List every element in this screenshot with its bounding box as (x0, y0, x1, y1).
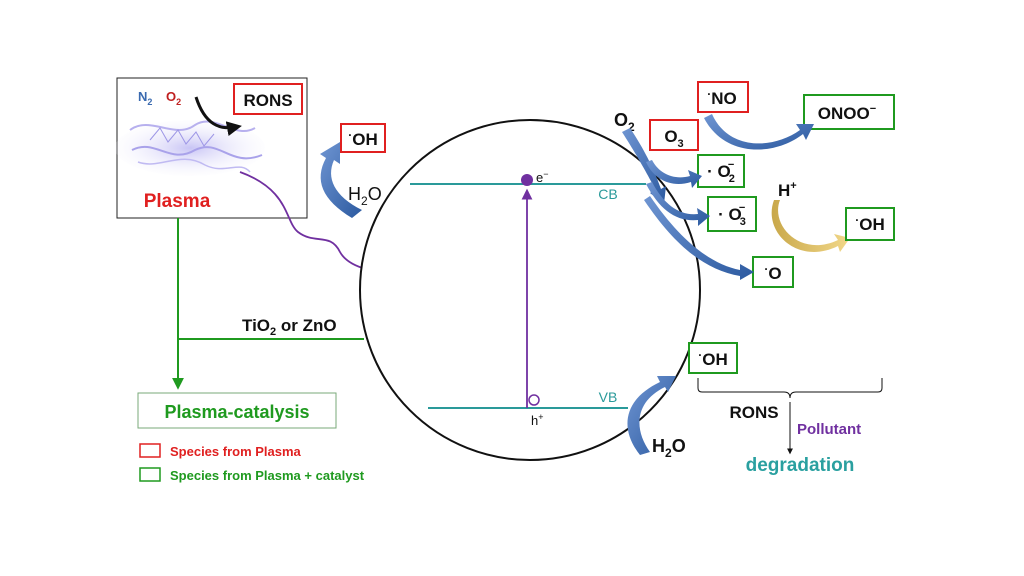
hplus-to-oh-arrow (771, 200, 850, 252)
cb-to-ozonide-arrow (646, 182, 710, 226)
h2o-to-oh-vb-arrow (627, 376, 676, 455)
o3-label: O3 (664, 127, 683, 150)
oh-left-label: ·OH (348, 128, 378, 149)
superoxide-label: · O2− (707, 159, 735, 185)
o2-to-cb-arrow (622, 128, 666, 204)
plasma-panel: N2 O2 RONS Plasma (115, 77, 308, 219)
electron-dot (521, 174, 533, 186)
o2-label: O2 (166, 89, 181, 107)
ozonide-box (707, 196, 757, 232)
right-reactions: O2 O3 ·NO ONOO− · O2− · O3− H+ ·OH ·O (614, 81, 895, 288)
oh-right-label: ·OH (855, 213, 885, 234)
plasma-catalysis-box (137, 392, 337, 429)
vb-label: VB (599, 389, 618, 405)
o3-to-superoxide-arrow (646, 160, 702, 188)
plasma-label: Plasma (144, 191, 211, 212)
rons-plasma-label: RONS (243, 91, 292, 110)
oh-right-box (845, 207, 895, 241)
pollutant-label: Pollutant (797, 421, 861, 438)
plasma-cloud-image (115, 120, 265, 176)
degradation-label: degradation (746, 455, 855, 476)
o3-box (649, 119, 699, 151)
hplus-label: H+ (778, 180, 797, 200)
plasma-catalysis-flow: TiO2 or ZnO Plasma-catalysis (137, 218, 364, 429)
h2o-to-oh-arrow (320, 142, 362, 218)
n2-o2-to-rons-arrow (194, 96, 242, 137)
catalyst-label: TiO2 or ZnO (242, 316, 337, 338)
n2-label: N2 (138, 89, 152, 107)
onoo-label: ONOO− (818, 103, 876, 123)
superoxide-box (697, 154, 745, 188)
hole-dot (528, 394, 540, 406)
plasma-catalysis-label: Plasma-catalysis (164, 402, 309, 422)
no-to-onoo-arrow (704, 114, 814, 150)
h2o-right-label: H2O (652, 436, 686, 460)
legend-plasma-label: Species from Plasma (170, 444, 302, 459)
vb-reactions: ·OH H2O RONS Pollutant degradation (627, 342, 883, 476)
cb-label: CB (598, 186, 617, 202)
oh-vb-box (688, 342, 738, 374)
electron-label: e− (536, 169, 549, 185)
no-label: ·NO (707, 87, 737, 108)
legend-red-box (139, 443, 161, 458)
no-box (697, 81, 749, 113)
catalyst-particle: CB VB e− h+ (359, 119, 701, 461)
legend-green-box (139, 467, 161, 482)
h2o-left-label: H2O (348, 184, 382, 208)
hole-label: h+ (531, 412, 544, 428)
legend: Species from Plasma Species from Plasma … (139, 443, 365, 483)
onoo-box (803, 94, 895, 130)
rons-brace (697, 378, 883, 399)
o-radical-label: ·O (764, 262, 781, 283)
o-radical-box (752, 256, 794, 288)
o2-right-label: O2 (614, 110, 635, 134)
ozonide-label: · O3− (718, 202, 746, 228)
particle-circle (359, 119, 701, 461)
legend-catalyst-label: Species from Plasma + catalyst (170, 468, 365, 483)
oh-vb-label: ·OH (698, 348, 728, 369)
rons-plasma-box (233, 83, 303, 115)
oh-left-box (340, 123, 386, 153)
rons-right-label: RONS (729, 403, 778, 422)
cb-to-o-radical-arrow (644, 196, 754, 280)
